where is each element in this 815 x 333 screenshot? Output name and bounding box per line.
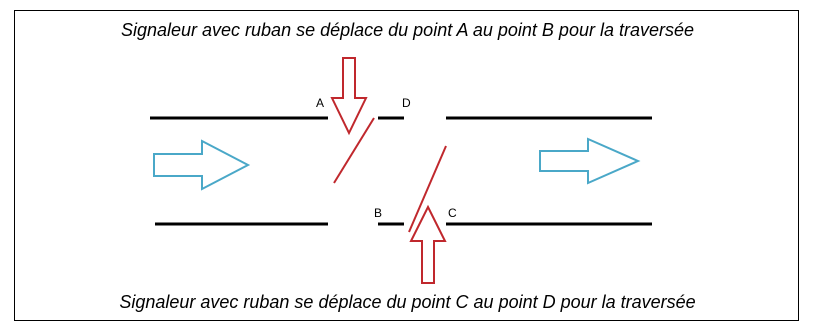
tape-a-b xyxy=(333,117,375,184)
diagram-frame xyxy=(14,10,799,321)
tape-c-d xyxy=(408,145,447,233)
arrow-right-icon xyxy=(153,139,251,191)
arrow-right-icon xyxy=(539,137,641,185)
point-label-b: B xyxy=(374,206,382,220)
caption-bottom: Signaleur avec ruban se déplace du point… xyxy=(119,292,696,312)
arrow-down-icon xyxy=(330,57,368,136)
point-label-c: C xyxy=(448,206,457,220)
point-label-a: A xyxy=(316,96,324,110)
caption-top: Signaleur avec ruban se déplace du point… xyxy=(120,20,695,40)
arrow-up-icon xyxy=(409,204,447,284)
point-label-d: D xyxy=(402,96,411,110)
